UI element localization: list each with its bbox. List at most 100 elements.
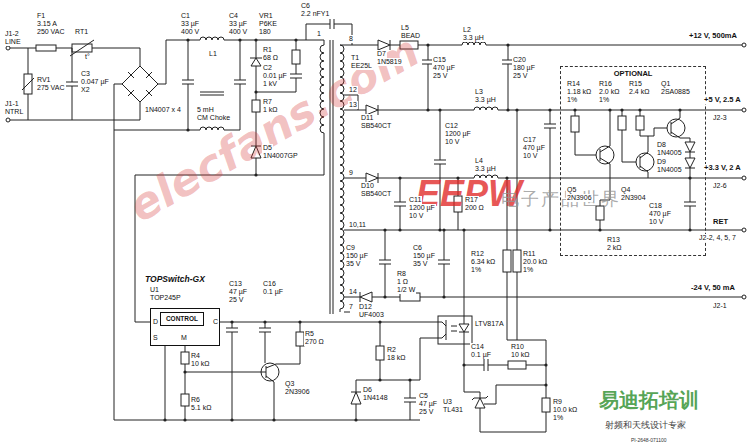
component-label: R17 <box>464 196 479 204</box>
component-label: 2SA0885 <box>660 88 691 96</box>
component-label: 1 Ω <box>396 278 409 286</box>
component-label: D11 <box>360 114 374 122</box>
component-label: 13 <box>348 101 358 109</box>
component-label: J2-2, 4, 5, 7 <box>698 234 737 242</box>
component-label: 47 µF <box>228 288 248 296</box>
watermark: 射频和天线设计专家 <box>604 420 687 431</box>
component-label: R11 <box>522 250 536 258</box>
component-label: 2 kΩ <box>606 244 623 252</box>
component-label: 1N4005 <box>656 149 683 157</box>
component-label: 18 kΩ <box>386 354 406 362</box>
component-label: 10 V <box>444 138 460 146</box>
component-label: X2 <box>80 86 91 94</box>
component-label: 7 <box>348 303 354 311</box>
component-label: 1N5819 <box>376 58 403 66</box>
component-label: C1 <box>180 12 191 20</box>
component-label: 25 V <box>418 408 434 416</box>
component-label: 1 <box>316 30 322 38</box>
component-label: 3.15 A <box>36 20 58 28</box>
output-rail-label: -24 V, 50 mA <box>690 284 736 292</box>
component-label: D10 <box>360 182 375 190</box>
component-label: C3 <box>80 70 91 78</box>
watermark: 易迪拓培训 <box>598 388 700 412</box>
component-label: 1N4007 x 4 <box>144 106 182 114</box>
component-label: 470 µF <box>522 144 546 152</box>
node-title: TOPSwitch-GX <box>145 274 205 284</box>
component-label: 0.1 µF <box>470 351 492 359</box>
component-label: J2-6 <box>712 182 728 190</box>
component-label: R12 <box>470 250 485 258</box>
watermark: 电子产品世界 <box>500 188 622 210</box>
component-label: Q1 <box>660 80 671 88</box>
component-label: 250 VAC <box>36 28 66 36</box>
component-label: 0.1 µF <box>262 288 284 296</box>
component-label: 2.0 kΩ <box>598 88 620 96</box>
output-rail-label: +5 V, 2.5 A <box>703 96 742 104</box>
component-label: R4 <box>190 352 201 360</box>
component-label: 25 V <box>432 72 448 80</box>
component-label: C4 <box>228 12 239 20</box>
component-label: 1 kV <box>262 80 278 88</box>
component-label: LINE <box>4 38 22 46</box>
component-label: C9 <box>345 244 356 252</box>
component-label: J2-3 <box>712 114 728 122</box>
component-label: C <box>212 318 219 326</box>
component-label: 1% <box>552 414 564 422</box>
component-label: 1% <box>470 266 482 274</box>
component-label: 400 V <box>180 28 200 36</box>
component-label: D8 <box>656 141 667 149</box>
component-label: L2 <box>462 26 472 34</box>
component-label: 20.0 kΩ <box>522 258 548 266</box>
component-label: R13 <box>606 236 621 244</box>
component-label: 3.3 µH <box>474 165 497 173</box>
component-label: 2N3906 <box>566 194 593 202</box>
component-label: 35 V <box>412 260 428 268</box>
component-label: M <box>180 334 188 342</box>
output-rail-label: +3.3 V, 2 A <box>703 164 742 172</box>
component-label: 1N4005 <box>656 166 683 174</box>
component-label: 2N3904 <box>620 194 647 202</box>
component-label: 0.01 µF <box>262 72 288 80</box>
component-label: 275 VAC <box>36 84 66 92</box>
component-label: 33 µF <box>228 20 248 28</box>
node-text: U1 TOP245P <box>150 286 188 302</box>
component-label: L1 <box>208 50 218 58</box>
component-label: SB540CT <box>360 190 392 198</box>
component-label: 10 V <box>522 152 538 160</box>
control-block: CONTROL <box>160 312 204 326</box>
component-label: 1% <box>598 96 610 104</box>
component-label: RV1 <box>36 76 52 84</box>
component-label: 180 µF <box>512 64 536 72</box>
component-label: LTV817A <box>474 320 505 328</box>
component-label: 180 <box>258 28 272 36</box>
component-label: 10 V <box>408 212 424 220</box>
component-label: R16 <box>598 80 613 88</box>
component-label: D12 <box>358 303 373 311</box>
component-label: 2.4 kΩ <box>628 88 650 96</box>
component-label: 1200 µF <box>408 204 436 212</box>
component-label: C12 <box>444 122 459 130</box>
output-rail-label: RET <box>712 218 729 226</box>
component-label: 470 µF <box>432 64 456 72</box>
component-label: 400 V <box>228 28 248 36</box>
component-label: CM Choke <box>196 114 231 122</box>
component-label: 1N4007GP <box>262 152 299 160</box>
component-label: T1 <box>350 54 360 62</box>
component-label: 3.3 µH <box>474 96 497 104</box>
component-label: R8 <box>396 270 407 278</box>
component-label: F1 <box>36 12 46 20</box>
component-label: 1.18 kΩ <box>566 88 592 96</box>
component-label: 10 V <box>648 218 664 226</box>
node-title: OPTIONAL <box>561 69 705 78</box>
component-label: 2N3906 <box>284 388 311 396</box>
component-label: D <box>152 318 159 326</box>
component-label: C16 <box>262 280 277 288</box>
component-label: 35 V <box>345 260 361 268</box>
component-label: C17 <box>522 136 537 144</box>
component-label: C15 <box>432 56 447 64</box>
component-label: UF4003 <box>358 311 385 319</box>
component-label: Q4 <box>620 186 631 194</box>
component-label: R10 <box>510 343 525 351</box>
component-label: 33 µF <box>180 20 200 28</box>
